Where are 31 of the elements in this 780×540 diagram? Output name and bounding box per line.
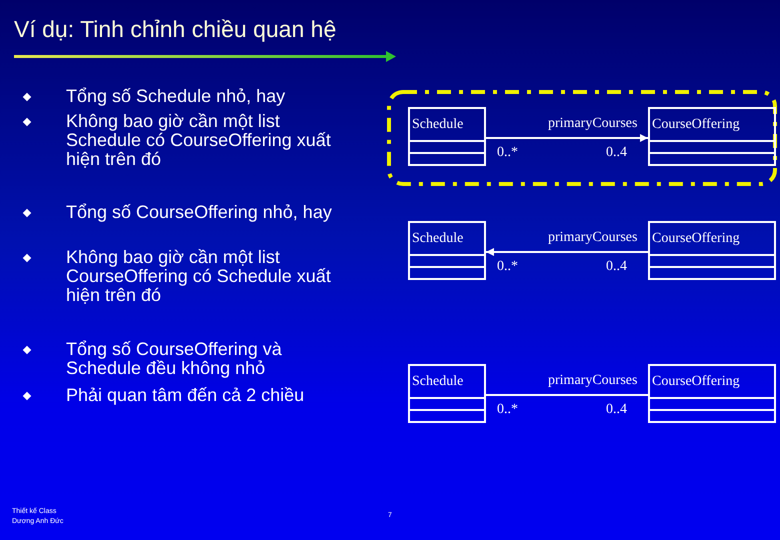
class-box bbox=[648, 364, 776, 423]
class-box bbox=[408, 364, 486, 423]
role-name: primaryCourses bbox=[548, 230, 638, 246]
association-line bbox=[486, 248, 648, 256]
class-box bbox=[408, 221, 486, 280]
bullet-text: Tổng số CourseOffering nhỏ, hay bbox=[66, 203, 333, 222]
association-line bbox=[486, 134, 648, 142]
bullet-text: Không bao giờ cần một list CourseOffering có Schedule xuất hiện trên đó bbox=[66, 248, 332, 305]
class-name: CourseOffering bbox=[651, 373, 741, 391]
class-box bbox=[648, 107, 776, 166]
multiplicity-label: 0..4 bbox=[606, 402, 627, 418]
multiplicity-label: 0..4 bbox=[606, 145, 627, 161]
role-name: primaryCourses bbox=[548, 116, 638, 132]
bullet-text: Không bao giờ cần một list Schedule có CourseOffering xuất hiện trên đó bbox=[66, 112, 332, 169]
multiplicity-label: 0..4 bbox=[606, 259, 627, 275]
bullet-text: Tổng số CourseOffering và Schedule đều không nhỏ bbox=[66, 340, 283, 378]
slide-title: Ví dụ: Tinh chỉnh chiều quan hệ bbox=[14, 16, 336, 43]
class-name: Schedule bbox=[411, 230, 464, 248]
bullet-text: Tổng số Schedule nhỏ, hay bbox=[66, 87, 286, 106]
class-name: CourseOffering bbox=[651, 116, 741, 134]
class-name: Schedule bbox=[411, 116, 464, 134]
class-name: CourseOffering bbox=[651, 230, 741, 248]
class-name: Schedule bbox=[411, 373, 464, 391]
role-name: primaryCourses bbox=[548, 373, 638, 389]
class-box bbox=[648, 221, 776, 280]
multiplicity-label: 0..* bbox=[497, 145, 518, 161]
class-box bbox=[408, 107, 486, 166]
bullet-text: Phải quan tâm đến cả 2 chiều bbox=[66, 386, 306, 405]
multiplicity-label: 0..* bbox=[497, 259, 518, 275]
association-line bbox=[486, 394, 648, 396]
multiplicity-label: 0..* bbox=[497, 402, 518, 418]
